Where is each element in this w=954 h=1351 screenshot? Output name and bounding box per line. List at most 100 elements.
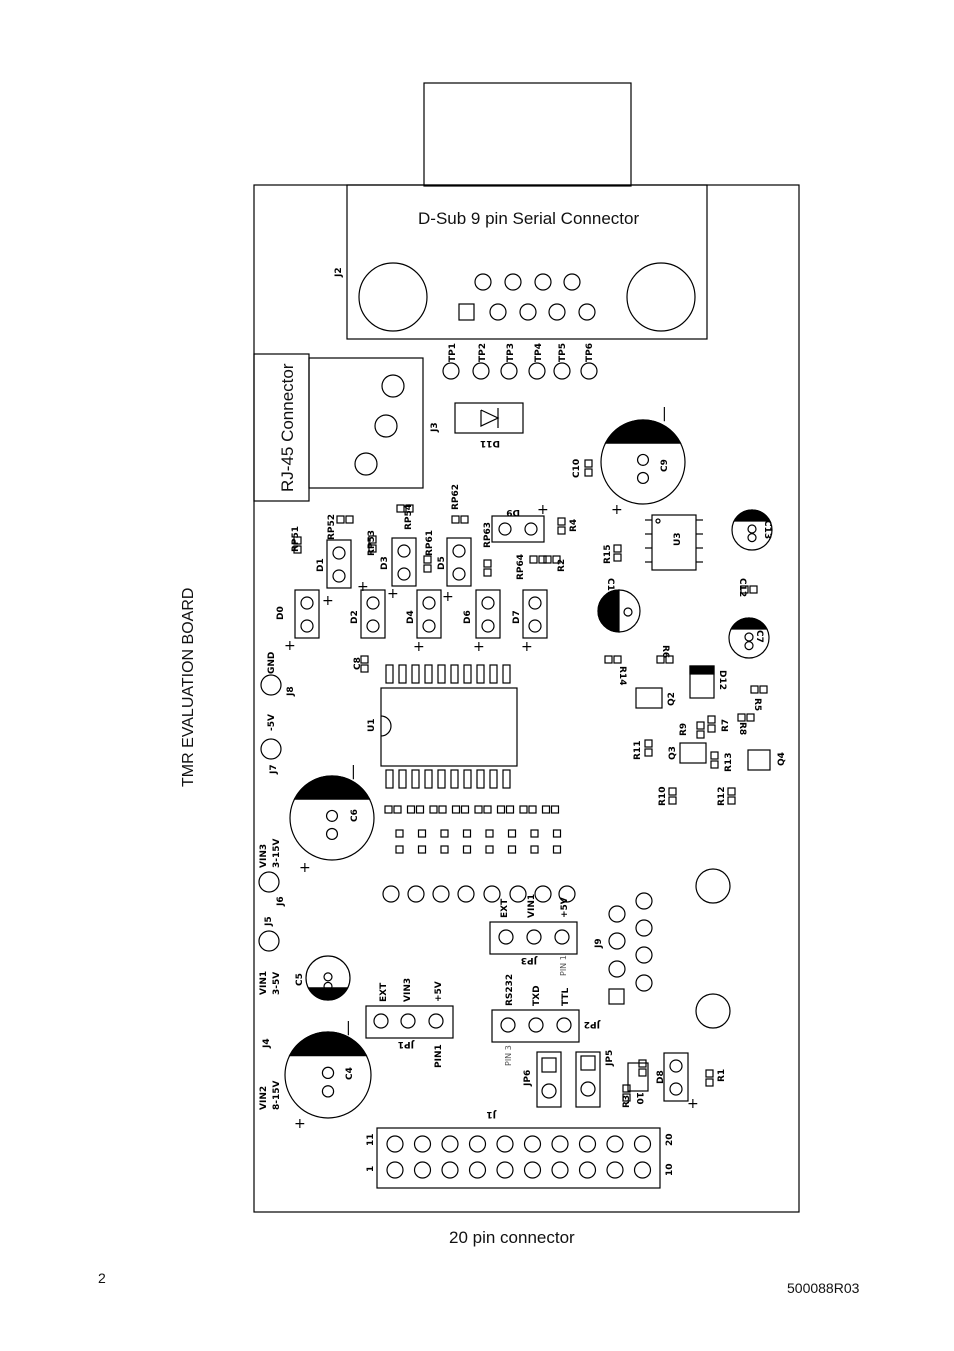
- rp52-pad-2: [345, 515, 354, 524]
- q3-body: [679, 742, 707, 764]
- rp-bot-1-b: [395, 845, 404, 854]
- d8-pad-1: [669, 1059, 683, 1073]
- r2-pad-2: [552, 555, 561, 564]
- r14-pad-1: [604, 655, 613, 664]
- d11-symbol: [480, 409, 500, 427]
- r6-pad-2: [665, 655, 674, 664]
- rp62-pad-1: [451, 515, 460, 524]
- silk-r5: R5: [752, 698, 762, 711]
- rp-bot-3-a: [440, 829, 449, 838]
- j1-pin-bottom-7: [551, 1161, 569, 1179]
- test-point-2: [472, 362, 490, 380]
- u1-pin-bottom-8: [476, 769, 485, 789]
- c10-pad-2: [584, 468, 593, 477]
- rp-top-1-a: [384, 805, 393, 814]
- silk-q3: Q3: [668, 746, 678, 760]
- silk-rp53: RP53: [367, 530, 377, 556]
- jp3-pad-2: [526, 929, 542, 945]
- silk-r7: R7: [721, 719, 731, 732]
- r-small-pad-2: [638, 1068, 647, 1077]
- silk-ttl: TTL: [561, 988, 571, 1006]
- rp-top-3-a: [429, 805, 438, 814]
- silk-jp1: JP1: [398, 1039, 415, 1049]
- j1-pin-bottom-5: [496, 1161, 514, 1179]
- r7-pad-1: [707, 715, 716, 724]
- c13-pad-1: [747, 524, 757, 534]
- jp1-pad-3: [428, 1013, 444, 1029]
- j9-pin-1: [635, 892, 653, 910]
- r11-pad-1: [644, 739, 653, 748]
- c9-pad-1: [636, 453, 650, 466]
- silk-d0: D0: [276, 606, 286, 620]
- d1-pad-2: [332, 569, 346, 583]
- c13-pad-2: [747, 532, 757, 543]
- dsub-pin-bottom-3: [548, 303, 566, 321]
- rp-bot-7-a: [530, 829, 539, 838]
- rj45-body: [308, 357, 424, 489]
- u1-pin-top-4: [424, 664, 433, 684]
- silk-d8: D8: [656, 1070, 666, 1084]
- rp53-pad-2: [368, 544, 377, 553]
- jp1-pad-1: [373, 1013, 389, 1029]
- j1-pin-top-8: [578, 1135, 597, 1153]
- rp-top-2-a: [406, 805, 416, 814]
- j9-pin-2: [635, 919, 653, 937]
- jp1-pad-2: [400, 1013, 416, 1029]
- rp-bot-6-a: [507, 829, 517, 838]
- dsub-pin-bottom-1: [489, 303, 507, 321]
- rp-bot-6-b: [507, 845, 517, 854]
- plus-d1: +: [322, 593, 334, 609]
- rp51-pad-1: [293, 536, 302, 545]
- u1-pin-bottom-7: [463, 769, 472, 789]
- rp-top-4-a: [451, 805, 461, 814]
- rp53-pad-1: [368, 535, 377, 544]
- jp5-pad-2: [580, 1081, 596, 1097]
- r13-pad-2: [710, 760, 719, 769]
- r9-pad-1: [696, 721, 705, 730]
- dsub-pin-square: [458, 303, 475, 321]
- plus-d9: +: [537, 502, 549, 518]
- silk-txd: TXD: [532, 985, 542, 1006]
- r3-pad-1: [622, 1084, 631, 1093]
- c9-band: [604, 419, 682, 444]
- d2-pad-2: [366, 619, 380, 633]
- rp-top-5-b: [483, 805, 492, 814]
- c9-pad-2: [636, 471, 650, 485]
- pd-3-pad: [457, 885, 475, 903]
- silk-r3: R3: [622, 1095, 632, 1108]
- rp-bot-4-b: [462, 845, 472, 854]
- c6-pad-1: [325, 809, 339, 822]
- d8-pad-2: [669, 1082, 683, 1096]
- doc-code: 500088R03: [787, 1280, 860, 1296]
- c13-band: [733, 509, 771, 522]
- r4-pad-2: [557, 526, 566, 535]
- u1-pin-top-3: [411, 664, 420, 684]
- u1-pin-top-10: [502, 664, 511, 684]
- rp-bot-1-a: [395, 829, 404, 838]
- c12-pad-2: [749, 585, 758, 594]
- j1-pin-bottom-4: [468, 1161, 487, 1179]
- jp2-body: [491, 1009, 580, 1043]
- c5-band: [307, 987, 349, 1001]
- u3-body: [651, 514, 697, 571]
- j1-pin-top-4: [468, 1135, 487, 1153]
- silk-ext2: EXT: [379, 982, 389, 1002]
- silk-d12: D12: [717, 670, 727, 690]
- silk-pin3: PIN 3: [504, 1045, 513, 1066]
- silk-tp3: TP3: [506, 343, 516, 362]
- silk-rp51: RP51: [291, 526, 301, 552]
- rp63-pad-2: [483, 568, 492, 577]
- c7-pad-2: [744, 640, 754, 651]
- r3-pad-2: [622, 1093, 631, 1102]
- r12-pad-1: [727, 787, 736, 796]
- j9-pin-3: [635, 946, 653, 964]
- bar-c9: |: [662, 406, 667, 422]
- silk-d2: D2: [350, 610, 360, 624]
- silk-d11: D11: [480, 438, 500, 448]
- d11-body: [454, 402, 524, 434]
- silk-r8: R8: [737, 722, 747, 735]
- pd-5-pad: [509, 885, 527, 903]
- r5-pad-1: [750, 685, 759, 694]
- silk-q4: Q4: [777, 752, 787, 766]
- pd-7-pad: [558, 885, 576, 903]
